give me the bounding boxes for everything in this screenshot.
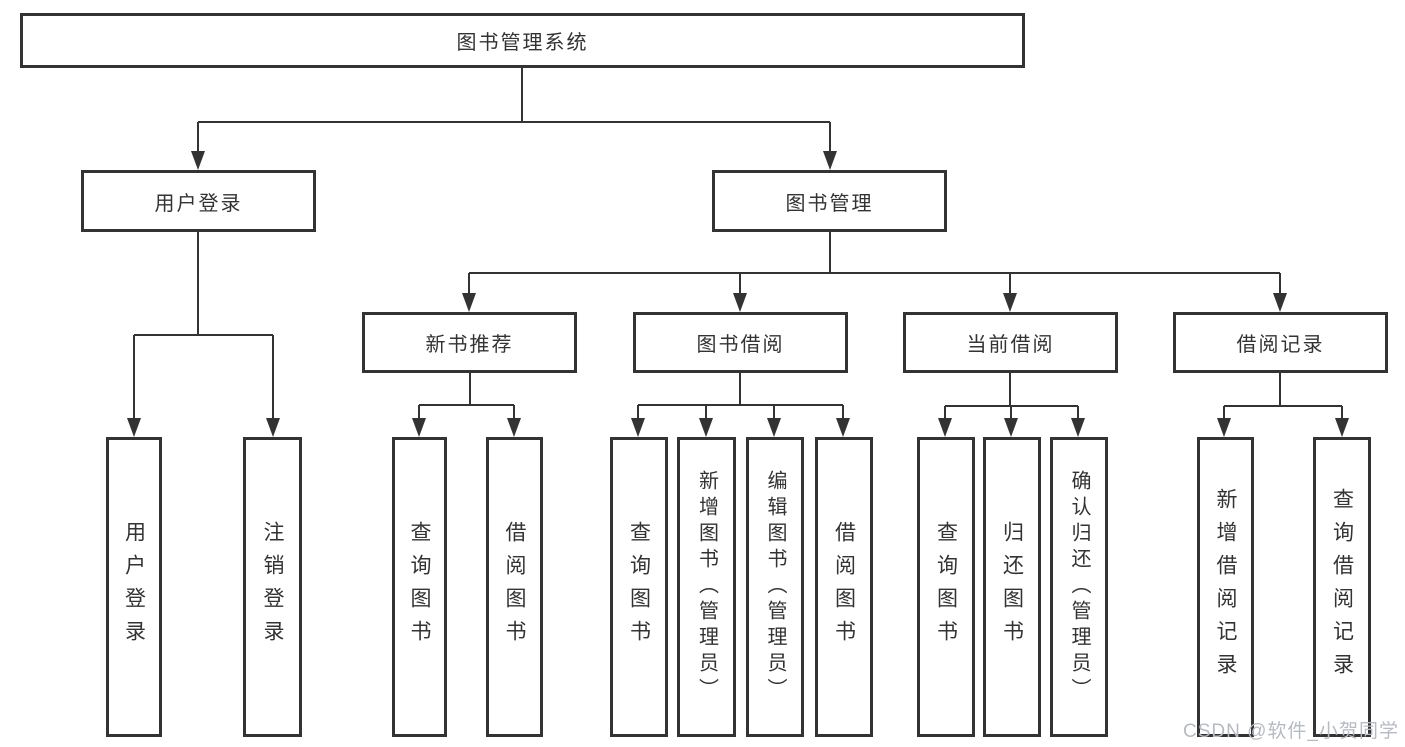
arrowhead — [191, 151, 205, 170]
arrowhead — [699, 418, 713, 437]
arrowheads — [127, 151, 1349, 437]
leaf-user-login-label: 用户登录 — [122, 521, 146, 653]
arrowhead — [836, 418, 850, 437]
node-user-login: 用户登录 — [81, 170, 316, 232]
arrowhead — [938, 418, 952, 437]
node-borrowing-records: 借阅记录 — [1173, 312, 1388, 373]
leaf-add-books-admin-label: 新增图书（管理员） — [695, 470, 718, 704]
node-library-system-label: 图书管理系统 — [456, 32, 589, 54]
leaf-query-books-1-label: 查询图书 — [408, 521, 431, 653]
leaf-logout: 注销登录 — [243, 437, 302, 737]
node-user-login-label: 用户登录 — [154, 192, 243, 215]
arrowhead — [631, 418, 645, 437]
node-new-book-recommend-label: 新书推荐 — [425, 334, 514, 356]
node-library-system: 图书管理系统 — [20, 13, 1025, 68]
arrowhead — [1004, 418, 1018, 437]
edge-login-to-leaves — [133, 232, 274, 419]
leaf-query-borrow-record: 查询借阅记录 — [1313, 437, 1371, 737]
arrowhead — [1003, 293, 1017, 312]
node-new-book-recommend: 新书推荐 — [362, 312, 577, 373]
leaf-query-books-3-label: 查询图书 — [934, 521, 958, 653]
leaf-confirm-return-admin: 确认归还（管理员） — [1050, 437, 1108, 737]
arrowhead — [1071, 418, 1085, 437]
leaf-return-books-label: 归还图书 — [1000, 521, 1024, 653]
node-book-management-label: 图书管理 — [785, 192, 874, 215]
leaf-borrow-books-2: 借阅图书 — [815, 437, 873, 737]
edge-borrow-to-leaves — [637, 373, 844, 419]
leaf-edit-books-admin: 编辑图书（管理员） — [746, 437, 804, 737]
arrowhead — [1335, 418, 1349, 437]
leaf-user-login: 用户登录 — [106, 437, 162, 737]
arrowhead — [507, 418, 521, 437]
leaf-borrow-books-1: 借阅图书 — [486, 437, 543, 737]
edge-current-to-leaves — [944, 373, 1079, 419]
edge-root-to-level2 — [197, 68, 831, 152]
leaf-return-books: 归还图书 — [983, 437, 1041, 737]
edge-newbooks-to-leaves — [418, 373, 515, 419]
edge-records-to-leaves — [1223, 373, 1343, 419]
leaf-query-borrow-record-label: 查询借阅记录 — [1330, 488, 1354, 686]
csdn-watermark: CSDN @软件_小贺同学 — [1183, 721, 1399, 742]
leaf-edit-books-admin-label: 编辑图书（管理员） — [764, 470, 786, 704]
arrowhead — [1217, 418, 1231, 437]
node-book-management: 图书管理 — [712, 170, 947, 232]
leaf-add-borrow-record-label: 新增借阅记录 — [1214, 488, 1237, 686]
leaf-add-borrow-record: 新增借阅记录 — [1197, 437, 1254, 737]
leaf-query-books-2: 查询图书 — [610, 437, 668, 737]
arrowhead — [733, 293, 747, 312]
leaf-query-books-3: 查询图书 — [917, 437, 975, 737]
leaf-query-books-1: 查询图书 — [392, 437, 447, 737]
node-borrowing-records-label: 借阅记录 — [1236, 334, 1325, 356]
node-book-borrowing-label: 图书借阅 — [696, 334, 785, 356]
arrowhead — [767, 418, 781, 437]
arrowhead — [412, 418, 426, 437]
leaf-confirm-return-admin-label: 确认归还（管理员） — [1068, 470, 1090, 704]
arrowhead — [266, 418, 280, 437]
arrowhead — [823, 151, 837, 170]
leaf-query-books-2-label: 查询图书 — [627, 521, 651, 653]
arrowhead — [462, 293, 476, 312]
leaf-add-books-admin: 新增图书（管理员） — [677, 437, 736, 737]
node-current-borrowing: 当前借阅 — [903, 312, 1118, 373]
edge-mgmt-to-level3 — [468, 232, 1281, 294]
arrowhead — [1273, 293, 1287, 312]
leaf-borrow-books-2-label: 借阅图书 — [832, 521, 856, 653]
node-current-borrowing-label: 当前借阅 — [966, 334, 1055, 356]
leaf-logout-label: 注销登录 — [261, 521, 284, 653]
leaf-borrow-books-1-label: 借阅图书 — [503, 521, 526, 653]
node-book-borrowing: 图书借阅 — [633, 312, 848, 373]
arrowhead — [127, 418, 141, 437]
